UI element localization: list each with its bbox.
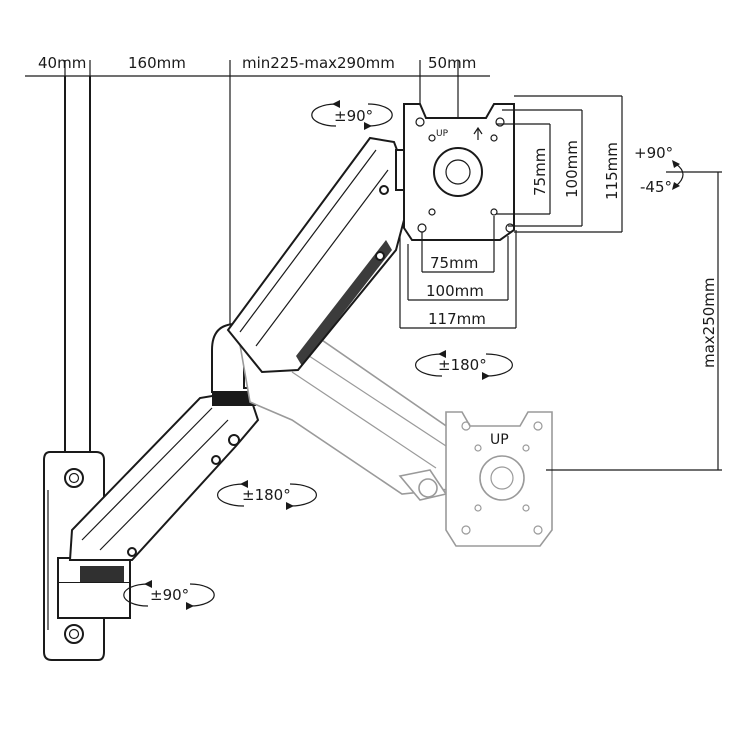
head-rotate-label: ±90° [334,107,373,125]
top-dimension-line [25,60,490,77]
vesa-horizontal-dims [399,216,517,329]
height-max-label: max250mm [700,277,718,368]
tilt-down-label: -45° [640,178,672,196]
base-swivel-label: ±90° [150,586,189,604]
base-swivel-badge [123,580,215,610]
vesa-h-75-label: 75mm [430,254,478,272]
vesa-plate [403,103,515,241]
upper-arm [226,136,415,374]
wall-pole [64,76,91,452]
base-swivel-block [57,557,131,619]
plate-v-115-label: 115mm [603,142,621,200]
vesa-vertical-dims [496,95,623,233]
dim-label-40mm: 40mm [38,54,86,72]
vesa-h-100-label: 100mm [426,282,484,300]
up-marking: UP [436,129,449,139]
upper-swivel-badge [415,350,513,380]
dim-label-arm-reach: min225-max290mm [242,54,395,72]
dim-label-160mm: 160mm [128,54,186,72]
tilt-up-label: +90° [634,144,673,162]
head-rotate-badge [311,100,393,130]
svg-text:UP: UP [490,432,509,448]
height-dimension [546,171,722,471]
ghost-vesa-plate: UP [445,411,553,547]
dim-label-50mm: 50mm [428,54,476,72]
plate-h-117-label: 117mm [428,310,486,328]
upper-swivel-label: ±180° [438,356,487,374]
tilt-arrow-icon [675,163,684,187]
lower-swivel-badge [217,480,317,510]
vesa-v-100-label: 100mm [563,140,581,198]
lower-swivel-label: ±180° [242,486,291,504]
vesa-v-75-label: 75mm [531,148,549,196]
